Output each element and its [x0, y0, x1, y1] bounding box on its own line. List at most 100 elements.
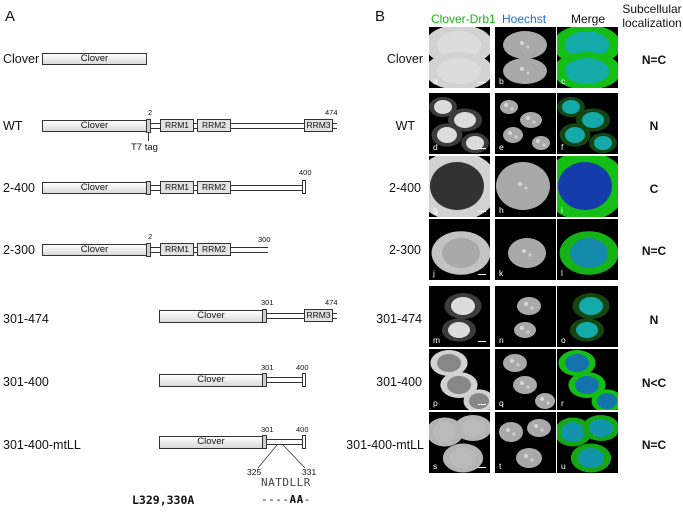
- position-start: 301: [261, 363, 274, 372]
- micrograph-letter: q: [499, 398, 504, 408]
- rrm3-domain: RRM3: [304, 309, 333, 322]
- t7-tag-marker: [262, 435, 267, 449]
- micrograph-letter: j: [433, 268, 435, 278]
- micrograph-hoechst: q: [495, 349, 556, 410]
- micrograph-merge: u: [557, 412, 618, 473]
- end-bar: [302, 435, 306, 449]
- micrograph-merge: f: [557, 93, 618, 154]
- wt-sequence: NATDLLR: [261, 476, 311, 489]
- scale-bar: [478, 148, 486, 149]
- linker: [194, 247, 198, 253]
- position-end: 400: [296, 363, 309, 372]
- micrograph-letter: h: [499, 205, 504, 215]
- mutant-aa: AA: [289, 493, 304, 506]
- micrograph-letter: a: [433, 76, 438, 86]
- construct-label-2-300: 2-300: [3, 243, 35, 257]
- localization-label: N=C: [641, 438, 667, 452]
- localization-label: N=C: [641, 53, 667, 67]
- micrograph-letter: s: [433, 461, 438, 471]
- micrograph-letter: d: [433, 142, 438, 152]
- micrograph-letter: c: [561, 76, 566, 86]
- rrm1-domain: RRM1: [160, 243, 194, 256]
- panel-b-letter: B: [375, 8, 386, 25]
- micrograph-clover: p: [429, 349, 490, 410]
- position-start: 301: [261, 425, 274, 434]
- micrograph-clover: d: [429, 93, 490, 154]
- t7-tag-marker: [262, 309, 267, 323]
- t7-tag-marker: [262, 373, 267, 387]
- t7-tag-marker: [146, 181, 151, 195]
- micrograph-clover: a: [429, 27, 490, 88]
- position-end: 400: [296, 425, 309, 434]
- t7-tag-label: T7 tag: [131, 142, 158, 153]
- scale-bar: [478, 341, 486, 342]
- micrograph-hoechst: e: [495, 93, 556, 154]
- end-bar: [302, 373, 306, 387]
- micrograph-letter: n: [499, 335, 504, 345]
- zoom-position-right: 331: [302, 467, 317, 477]
- header-hoechst: Hoechst: [502, 12, 547, 26]
- position-end: 474: [325, 298, 338, 307]
- linker-end: [333, 123, 337, 129]
- linker: [231, 123, 305, 129]
- micrograph-merge: o: [557, 286, 618, 347]
- micrograph-clover: m: [429, 286, 490, 347]
- micrograph-merge: c: [557, 27, 618, 88]
- micrograph-merge: r: [557, 349, 618, 410]
- t7-tag-pointer: [148, 133, 149, 141]
- localization-label: N=C: [641, 244, 667, 258]
- localization-label: C: [649, 182, 659, 196]
- clover-domain: Clover: [42, 120, 147, 132]
- linker-end: [333, 313, 337, 319]
- micrograph-letter: k: [499, 268, 504, 278]
- position-start: 301: [261, 298, 274, 307]
- micrograph-letter: f: [561, 142, 564, 152]
- linker: [231, 185, 303, 191]
- position-start: 2: [148, 108, 153, 117]
- micrograph-hoechst: n: [495, 286, 556, 347]
- micrograph-letter: t: [499, 461, 502, 471]
- linker: [194, 185, 198, 191]
- linker: [151, 123, 161, 129]
- header-merge: Merge: [571, 12, 606, 26]
- micrograph-letter: g: [433, 205, 438, 215]
- micrograph-letter: r: [561, 398, 564, 408]
- mutant-suffix: -: [303, 493, 311, 506]
- linker: [267, 439, 303, 445]
- micrograph-clover: j: [429, 219, 490, 280]
- localization-label: N<C: [641, 376, 667, 390]
- panel-a-letter: A: [5, 8, 16, 25]
- linker: [267, 377, 303, 383]
- micrograph-hoechst: k: [495, 219, 556, 280]
- position-start: 2: [148, 232, 153, 241]
- header-subcell-line1: Subcellular: [622, 2, 682, 16]
- construct-label-wt: WT: [3, 119, 23, 133]
- micrograph-letter: b: [499, 76, 504, 86]
- t7-tag-marker: [146, 243, 151, 257]
- zoom-position-left: 325: [247, 467, 262, 477]
- image-row-label: 2-400: [389, 181, 421, 195]
- micrograph-letter: o: [561, 335, 566, 345]
- scale-bar: [478, 82, 486, 83]
- micrograph-clover: g: [429, 156, 490, 217]
- construct-label-301-400-mtll: 301-400-mtLL: [3, 438, 81, 452]
- scale-bar: [478, 211, 486, 212]
- scale-bar: [478, 404, 486, 405]
- linker: [151, 185, 161, 191]
- micrograph-hoechst: t: [495, 412, 556, 473]
- rrm2-domain: RRM2: [197, 119, 231, 132]
- image-row-label: Clover: [386, 52, 423, 66]
- construct-label-301-400: 301-400: [3, 375, 49, 389]
- clover-domain: Clover: [42, 53, 147, 65]
- mutation-label: L329,330A: [132, 493, 195, 507]
- micrograph-merge: l: [557, 219, 618, 280]
- header-subcell-line2: localization: [622, 16, 682, 30]
- mutant-prefix: ----: [261, 493, 290, 506]
- construct-label-301-474: 301-474: [3, 312, 49, 326]
- construct-label-2-400: 2-400: [3, 181, 35, 195]
- position-end: 400: [299, 168, 312, 177]
- rrm1-domain: RRM1: [160, 181, 194, 194]
- rrm3-domain: RRM3: [304, 119, 333, 132]
- position-end: 300: [258, 235, 271, 244]
- micrograph-merge: i: [557, 156, 618, 217]
